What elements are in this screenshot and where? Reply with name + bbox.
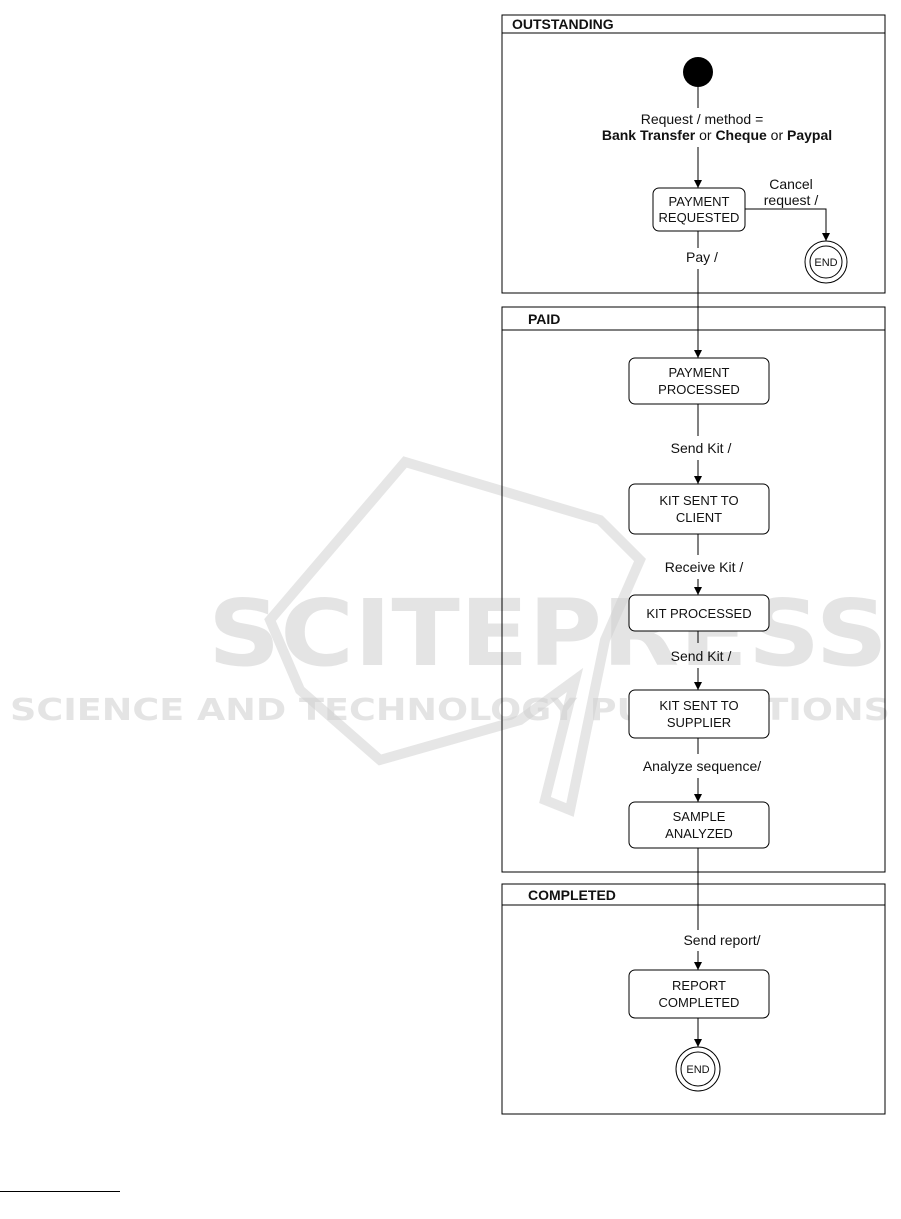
send-report-label: Send report/ — [683, 932, 760, 948]
svg-text:SUPPLIER: SUPPLIER — [667, 715, 731, 730]
svg-text:CLIENT: CLIENT — [676, 510, 722, 525]
section-title-outstanding: OUTSTANDING — [512, 16, 614, 32]
initial-node — [683, 57, 713, 87]
watermark-logo-shape — [264, 456, 646, 817]
send-kit-label-1: Send Kit / — [671, 440, 732, 456]
end-node-1: END — [804, 240, 848, 284]
svg-text:REQUESTED: REQUESTED — [659, 210, 740, 225]
cancel-label-line1: Cancel — [769, 176, 813, 192]
watermark-main: SCITEPRESS — [208, 580, 888, 687]
svg-text:ANALYZED: ANALYZED — [665, 826, 733, 841]
analyze-sequence-label: Analyze sequence/ — [643, 758, 761, 774]
state-sample-analyzed: SAMPLE ANALYZED — [628, 801, 770, 849]
section-title-paid: PAID — [528, 311, 560, 327]
svg-text:END: END — [814, 257, 837, 269]
svg-text:PROCESSED: PROCESSED — [658, 382, 740, 397]
state-payment-processed: PAYMENT PROCESSED — [628, 357, 770, 405]
state-kit-sent-to-client: KIT SENT TO CLIENT — [628, 483, 770, 535]
end-node-2: END — [675, 1046, 721, 1092]
svg-text:REPORT: REPORT — [672, 978, 726, 993]
send-kit-label-2: Send Kit / — [671, 648, 732, 664]
state-kit-processed: KIT PROCESSED — [628, 594, 770, 632]
section-outstanding: OUTSTANDING — [501, 14, 886, 294]
request-label-line2: Bank Transfer or Cheque or Paypal — [602, 127, 832, 143]
pay-label: Pay / — [686, 249, 718, 265]
section-title-completed: COMPLETED — [528, 887, 616, 903]
footnote-rule — [0, 1191, 120, 1192]
svg-text:PAYMENT: PAYMENT — [669, 194, 730, 209]
svg-text:KIT PROCESSED: KIT PROCESSED — [646, 606, 751, 621]
cancel-label-line2: request / — [764, 192, 819, 208]
svg-text:END: END — [686, 1064, 709, 1076]
section-paid: PAID — [501, 306, 886, 873]
svg-text:KIT SENT TO: KIT SENT TO — [659, 698, 738, 713]
svg-text:PAYMENT: PAYMENT — [669, 365, 730, 380]
receive-kit-label: Receive Kit / — [665, 559, 744, 575]
section-completed: COMPLETED — [501, 883, 886, 1115]
svg-text:SAMPLE: SAMPLE — [673, 809, 726, 824]
request-label-line1: Request / method = — [641, 111, 764, 127]
svg-text:KIT SENT TO: KIT SENT TO — [659, 493, 738, 508]
svg-text:COMPLETED: COMPLETED — [659, 995, 740, 1010]
state-kit-sent-to-supplier: KIT SENT TO SUPPLIER — [628, 689, 770, 739]
state-payment-requested: PAYMENT REQUESTED — [652, 187, 746, 232]
state-report-completed: REPORT COMPLETED — [628, 969, 770, 1019]
